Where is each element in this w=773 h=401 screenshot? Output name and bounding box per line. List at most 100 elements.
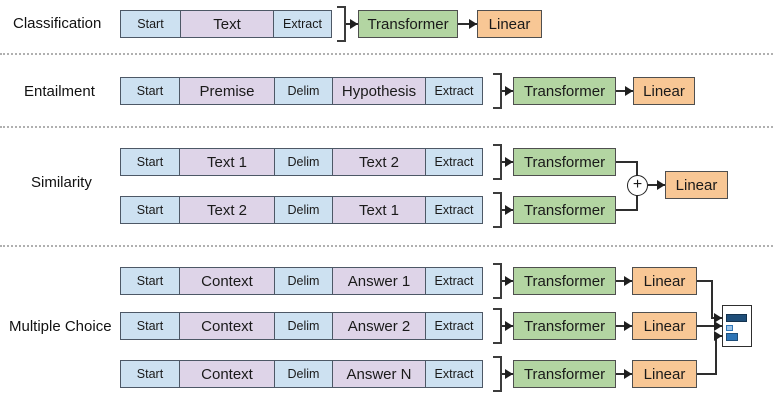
arrow-icon (714, 321, 722, 331)
connector-line (697, 280, 713, 282)
token-extract: Extract (425, 267, 483, 295)
input-sequence-similarity-1: Start Text 1 Delim Text 2 Extract (120, 148, 483, 176)
input-sequence-entailment: Start Premise Delim Hypothesis Extract (120, 77, 483, 105)
transformer-block: Transformer (513, 312, 616, 340)
connector-line (697, 325, 722, 327)
connector-line (648, 184, 665, 186)
arrow-icon (624, 276, 632, 286)
token-start: Start (120, 267, 180, 295)
token-text1: Text 1 (331, 196, 427, 224)
transformer-block: Transformer (513, 77, 616, 105)
token-extract: Extract (273, 10, 332, 38)
token-context: Context (178, 360, 276, 388)
token-start: Start (120, 312, 180, 340)
section-divider (0, 126, 773, 128)
section-label-entailment: Entailment (24, 83, 95, 100)
token-start: Start (120, 196, 180, 224)
arrow-icon (714, 331, 722, 341)
arrow-icon (469, 19, 477, 29)
connector-line (616, 161, 638, 163)
token-extract: Extract (425, 196, 483, 224)
section-divider (0, 53, 773, 55)
token-text2: Text 2 (331, 148, 427, 176)
linear-block: Linear (632, 360, 697, 388)
token-delim: Delim (274, 196, 333, 224)
concat-bracket-icon (337, 6, 346, 42)
token-answer2: Answer 2 (331, 312, 427, 340)
arrow-icon (505, 157, 513, 167)
section-divider (0, 245, 773, 247)
connector-line (616, 90, 633, 92)
connector-line (636, 161, 638, 176)
token-delim: Delim (274, 77, 333, 105)
token-extract: Extract (425, 360, 483, 388)
transformer-block: Transformer (513, 148, 616, 176)
concat-bracket-icon (493, 73, 502, 109)
token-answerN: Answer N (331, 360, 427, 388)
connector-line (636, 195, 638, 210)
section-label-multiple-choice: Multiple Choice (9, 318, 112, 335)
input-sequence-classification: Start Text Extract (120, 10, 332, 38)
token-start: Start (120, 77, 180, 105)
arrow-icon (505, 205, 513, 215)
token-start: Start (120, 10, 181, 38)
arrow-icon (714, 313, 722, 323)
token-start: Start (120, 360, 180, 388)
token-delim: Delim (274, 312, 333, 340)
transformer-block: Transformer (513, 267, 616, 295)
transformer-block: Transformer (513, 196, 616, 224)
concat-bracket-icon (493, 308, 502, 344)
linear-block: Linear (632, 312, 697, 340)
concat-bracket-icon (493, 144, 502, 180)
arrow-icon (505, 276, 513, 286)
input-sequence-choice-1: Start Context Delim Answer 1 Extract (120, 267, 483, 295)
token-start: Start (120, 148, 180, 176)
connector-line (616, 209, 638, 211)
token-answer1: Answer 1 (331, 267, 427, 295)
linear-block: Linear (633, 77, 695, 105)
token-context: Context (178, 267, 276, 295)
transformer-block: Transformer (358, 10, 458, 38)
token-text: Text (179, 10, 275, 38)
connector-line (715, 335, 717, 375)
section-label-similarity: Similarity (31, 174, 92, 191)
token-hypothesis: Hypothesis (331, 77, 427, 105)
arrow-icon (624, 369, 632, 379)
linear-block: Linear (477, 10, 542, 38)
prob-bar-2 (726, 325, 733, 331)
token-extract: Extract (425, 148, 483, 176)
concat-bracket-icon (493, 192, 502, 228)
token-delim: Delim (274, 267, 333, 295)
transformer-block: Transformer (513, 360, 616, 388)
prob-bar-3 (726, 333, 738, 341)
probability-bars-icon (722, 305, 752, 347)
arrow-icon (505, 369, 513, 379)
token-delim: Delim (274, 148, 333, 176)
token-premise: Premise (178, 77, 276, 105)
arrow-icon (657, 180, 665, 190)
arrow-icon (505, 321, 513, 331)
token-extract: Extract (425, 77, 483, 105)
token-extract: Extract (425, 312, 483, 340)
connector-line (458, 23, 477, 25)
input-sequence-choice-2: Start Context Delim Answer 2 Extract (120, 312, 483, 340)
token-context: Context (178, 312, 276, 340)
linear-block: Linear (632, 267, 697, 295)
linear-block: Linear (665, 171, 728, 199)
arrow-icon (350, 19, 358, 29)
prob-bar-1 (726, 314, 747, 322)
arrow-icon (625, 86, 633, 96)
token-text2: Text 2 (178, 196, 276, 224)
concat-bracket-icon (493, 356, 502, 392)
connector-line (711, 280, 713, 319)
concat-bracket-icon (493, 263, 502, 299)
section-label-classification: Classification (13, 15, 102, 32)
connector-line (697, 373, 717, 375)
input-sequence-choice-n: Start Context Delim Answer N Extract (120, 360, 483, 388)
token-text1: Text 1 (178, 148, 276, 176)
input-sequence-similarity-2: Start Text 2 Delim Text 1 Extract (120, 196, 483, 224)
token-delim: Delim (274, 360, 333, 388)
arrow-icon (624, 321, 632, 331)
arrow-icon (505, 86, 513, 96)
